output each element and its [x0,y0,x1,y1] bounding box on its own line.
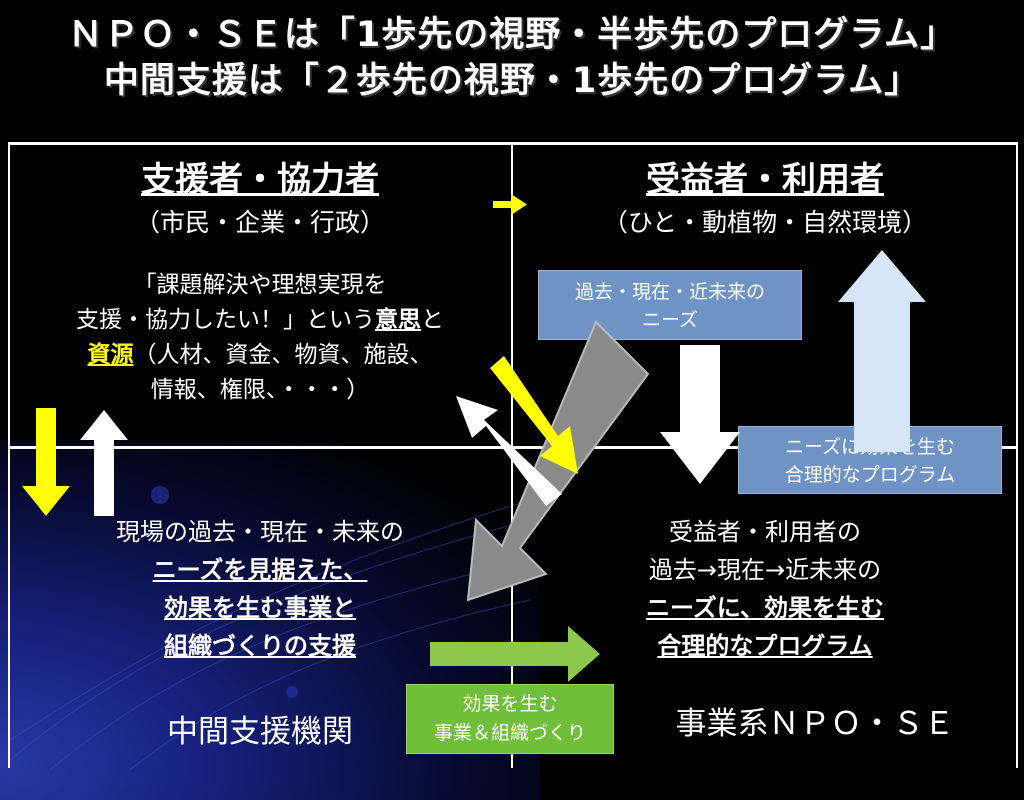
white-down-arrow [660,345,740,484]
bl-line-4: 組織づくりの支援 [164,632,356,660]
br-line-3: ニーズに、効果を生む [645,594,885,622]
small-yellow-arrow [493,194,527,215]
supporters-description: 「課題解決や理想実現を 支援・協力したい！」という意思と 資源（人材、資金、物資… [12,268,508,408]
white-diagonal-arrow [456,396,562,506]
bl-line-3: 効果を生む事業と [164,594,356,622]
desc-line-3: 資源（人材、資金、物資、施設、 [87,342,433,368]
br-line-4: 合理的なプログラム [657,632,873,660]
needs-box: 過去・現在・近未来の ニーズ [538,270,802,340]
title-line-1: ＮＰＯ・ＳＥは「1歩先の視野・半歩先のプログラム」 [67,15,957,55]
br-line-1: 受益者・利用者の [669,518,861,546]
right-border [1016,142,1018,768]
title-line-2: 中間支援は「２歩先の視野・1歩先のプログラム」 [103,61,921,101]
top-divider [8,142,1018,145]
br-line-2: 過去→現在→近未来の [648,556,882,584]
left-border [8,142,10,768]
desc-line-1: 「課題解決や理想実現を [133,272,387,298]
beneficiaries-subheading: （ひと・動植物・自然環境） [602,208,928,237]
intermediary-label: 中間支援機関 [167,714,353,750]
intermediary-description: 現場の過去・現在・未来の ニーズを見据えた、 効果を生む事業と 組織づくりの支援 [12,513,508,665]
yellow-down-arrow [22,408,70,516]
background-curves [10,486,530,770]
supporters-subheading: （市民・企業・行政） [134,208,385,237]
green-right-arrow [430,626,600,682]
desc-line-2: 支援・協力したい！」という意思と [76,307,444,333]
desc-line-4: 情報、権限、・・・） [150,377,370,403]
lightblue-up-arrow [838,250,926,452]
arrows-layer [22,194,926,682]
beneficiaries-heading: 受益者・利用者 [646,160,884,200]
supporters-heading: 支援者・協力者 [141,160,379,200]
program-box: ニーズに効果を生む 合理的なプログラム [738,426,1002,494]
bl-line-2: ニーズを見据えた、 [152,556,368,584]
middle-divider [8,446,1018,449]
resources-emphasis: 資源 [87,342,134,368]
effect-box: 効果を生む 事業＆組織づくり [406,684,614,754]
white-up-arrow [80,410,128,516]
yellow-diagonal-arrow [490,356,578,474]
npo-se-label: 事業系ＮＰＯ・ＳＥ [675,706,955,742]
npo-description: 受益者・利用者の 過去→現在→近未来の ニーズに、効果を生む 合理的なプログラム [515,513,1015,665]
will-emphasis: 意思 [375,307,421,333]
bl-line-1: 現場の過去・現在・未来の [116,518,404,546]
